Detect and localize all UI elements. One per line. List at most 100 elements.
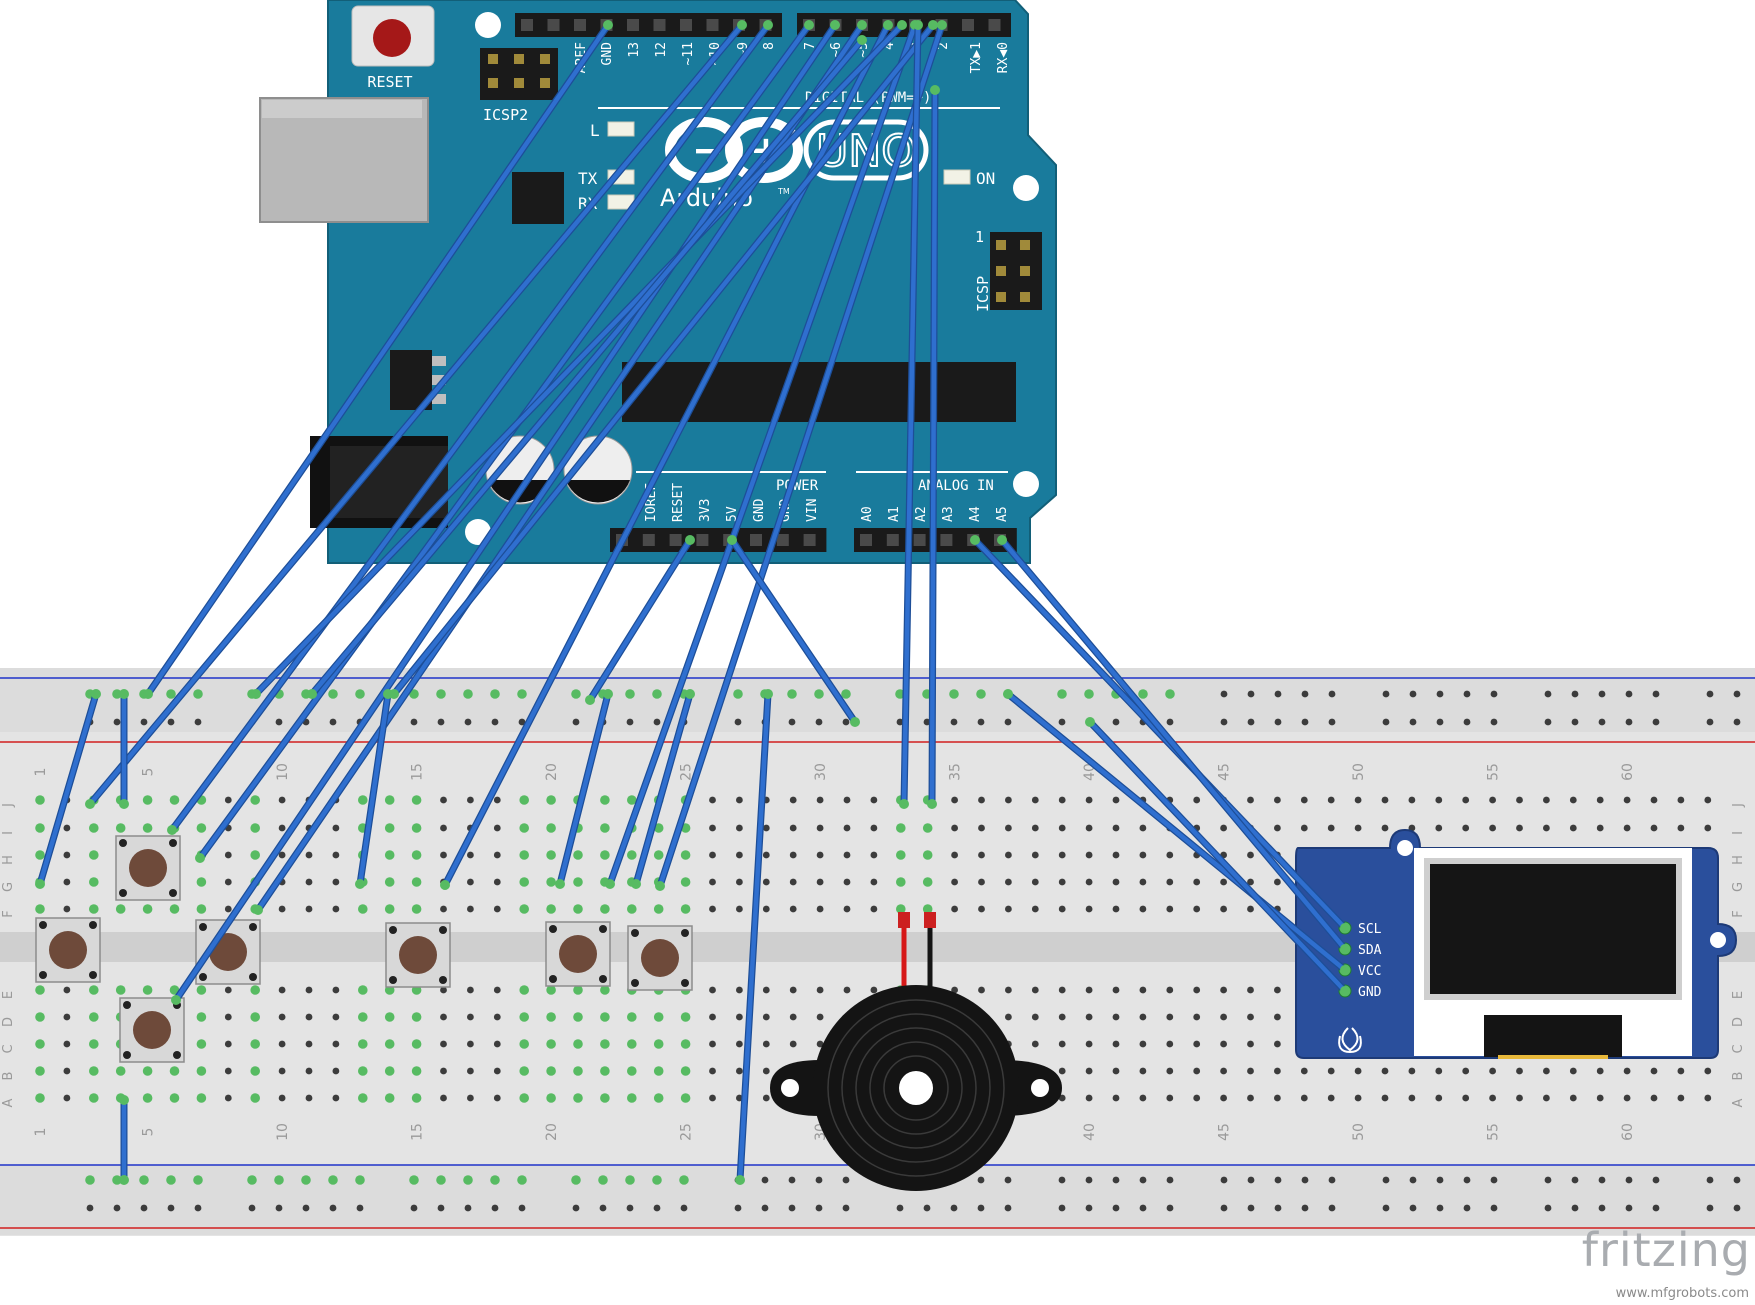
- pushbutton-cap[interactable]: [49, 931, 87, 969]
- icsp2-pin[interactable]: [514, 78, 524, 88]
- pushbutton[interactable]: [35, 917, 101, 983]
- column-number: 45: [1217, 763, 1233, 781]
- power-pin-pin[interactable]: [642, 534, 655, 546]
- breadboard-hole: [1139, 905, 1147, 913]
- digital-pin-pin[interactable]: [627, 19, 639, 31]
- power-pin-pin[interactable]: [669, 534, 682, 546]
- pushbutton-cap[interactable]: [641, 939, 679, 977]
- rail-hole: [409, 1175, 419, 1185]
- analog-pin-pin[interactable]: [913, 534, 926, 546]
- icsp-pin[interactable]: [1020, 292, 1030, 302]
- breadboard-hole: [600, 850, 610, 860]
- rail-hole: [140, 1204, 148, 1212]
- power-pin-pin[interactable]: [696, 534, 709, 546]
- icsp2-pin[interactable]: [488, 54, 498, 64]
- breadboard-hole: [1139, 878, 1147, 886]
- breadboard-hole: [1677, 796, 1685, 804]
- breadboard-hole: [1058, 1013, 1066, 1021]
- breadboard-hole: [653, 1039, 664, 1049]
- icsp-pin[interactable]: [996, 240, 1006, 250]
- rail-hole: [1247, 1176, 1255, 1184]
- rail-hole: [950, 718, 958, 726]
- digital-pin-pin[interactable]: [547, 19, 560, 31]
- rail-hole: [653, 718, 661, 726]
- digital-pin-pin[interactable]: [521, 19, 533, 31]
- digital-pin-pin[interactable]: [962, 19, 974, 31]
- wire: [37, 691, 99, 887]
- wire-end: [997, 535, 1007, 545]
- breadboard-hole: [278, 905, 286, 913]
- pushbutton-cap[interactable]: [559, 935, 597, 973]
- breadboard-hole: [1596, 1067, 1604, 1075]
- icsp-pin[interactable]: [1020, 266, 1030, 276]
- pushbutton[interactable]: [119, 997, 185, 1063]
- breadboard-hole: [1085, 878, 1093, 886]
- breadboard-hole: [1247, 851, 1254, 859]
- rail-hole: [1625, 718, 1633, 726]
- analog-pin-pin[interactable]: [940, 534, 953, 546]
- icsp2-pin[interactable]: [540, 54, 550, 64]
- pushbutton-cap[interactable]: [133, 1011, 171, 1049]
- rail-hole: [787, 689, 797, 699]
- analog-pin-pin[interactable]: [860, 534, 872, 546]
- breadboard-hole: [332, 1013, 340, 1021]
- rail-hole: [1247, 718, 1255, 726]
- pushbutton-cap[interactable]: [399, 936, 437, 974]
- led-on: [943, 169, 971, 185]
- column-number: 15: [410, 1123, 426, 1141]
- row-letter: B: [1, 1072, 16, 1081]
- breadboard-hole: [411, 795, 422, 805]
- analog-pin-pin[interactable]: [886, 534, 899, 546]
- icsp2-pin[interactable]: [540, 78, 550, 88]
- pushbutton[interactable]: [385, 922, 451, 988]
- breadboard-hole: [1435, 1094, 1443, 1102]
- analog-pin-label: A1: [887, 506, 902, 522]
- digital-pin-label: 12: [654, 42, 669, 58]
- breadboard-hole: [358, 1012, 368, 1022]
- power-pin-pin[interactable]: [776, 534, 789, 546]
- digital-pin-pin[interactable]: [574, 19, 586, 31]
- breadboard-hole: [1031, 796, 1039, 804]
- pushbutton[interactable]: [627, 925, 693, 991]
- rail-hole: [1220, 690, 1228, 698]
- breadboard-hole: [1112, 1040, 1120, 1048]
- breadboard-hole: [142, 985, 153, 995]
- digital-pin-pin[interactable]: [680, 19, 692, 31]
- breadboard-hole: [1112, 986, 1120, 994]
- breadboard-hole: [1058, 1094, 1066, 1102]
- digital-pin-pin[interactable]: [706, 19, 719, 31]
- analog-title: ANALOG IN: [918, 478, 994, 494]
- icsp2-pin[interactable]: [514, 54, 524, 64]
- digital-pin-pin[interactable]: [653, 19, 666, 31]
- icsp-pin[interactable]: [996, 292, 1006, 302]
- wire: [737, 691, 771, 1183]
- pushbutton[interactable]: [545, 921, 611, 987]
- column-number: 50: [1351, 1123, 1367, 1141]
- icsp-pin[interactable]: [1020, 240, 1030, 250]
- breadboard-hole: [250, 985, 260, 995]
- pushbutton[interactable]: [115, 835, 181, 901]
- rail-hole: [113, 718, 121, 726]
- rail-hole: [1733, 718, 1741, 726]
- breadboard-hole: [1085, 796, 1093, 804]
- icsp-pin[interactable]: [996, 266, 1006, 276]
- breadboard-hole: [1274, 1040, 1281, 1048]
- reset-button-cap[interactable]: [373, 19, 411, 57]
- power-pin-pin[interactable]: [750, 534, 762, 546]
- led-tx-label: TX: [578, 169, 598, 188]
- breadboard-hole: [736, 796, 743, 804]
- pushbutton-cap[interactable]: [129, 849, 167, 887]
- power-pin-pin[interactable]: [803, 534, 816, 546]
- breadboard-hole: [196, 1093, 207, 1103]
- rail-hole: [841, 689, 851, 699]
- row-letter: H: [1731, 855, 1746, 865]
- breadboard-hole: [1166, 851, 1174, 859]
- digital-pin-pin[interactable]: [988, 19, 1001, 31]
- icsp2-pin[interactable]: [488, 78, 498, 88]
- breadboard-hole: [384, 795, 395, 805]
- rail-hole: [194, 718, 202, 726]
- rail-hole: [356, 1204, 364, 1212]
- breadboard-hole: [1704, 796, 1712, 804]
- breadboard-hole: [653, 904, 664, 914]
- wire: [587, 537, 693, 703]
